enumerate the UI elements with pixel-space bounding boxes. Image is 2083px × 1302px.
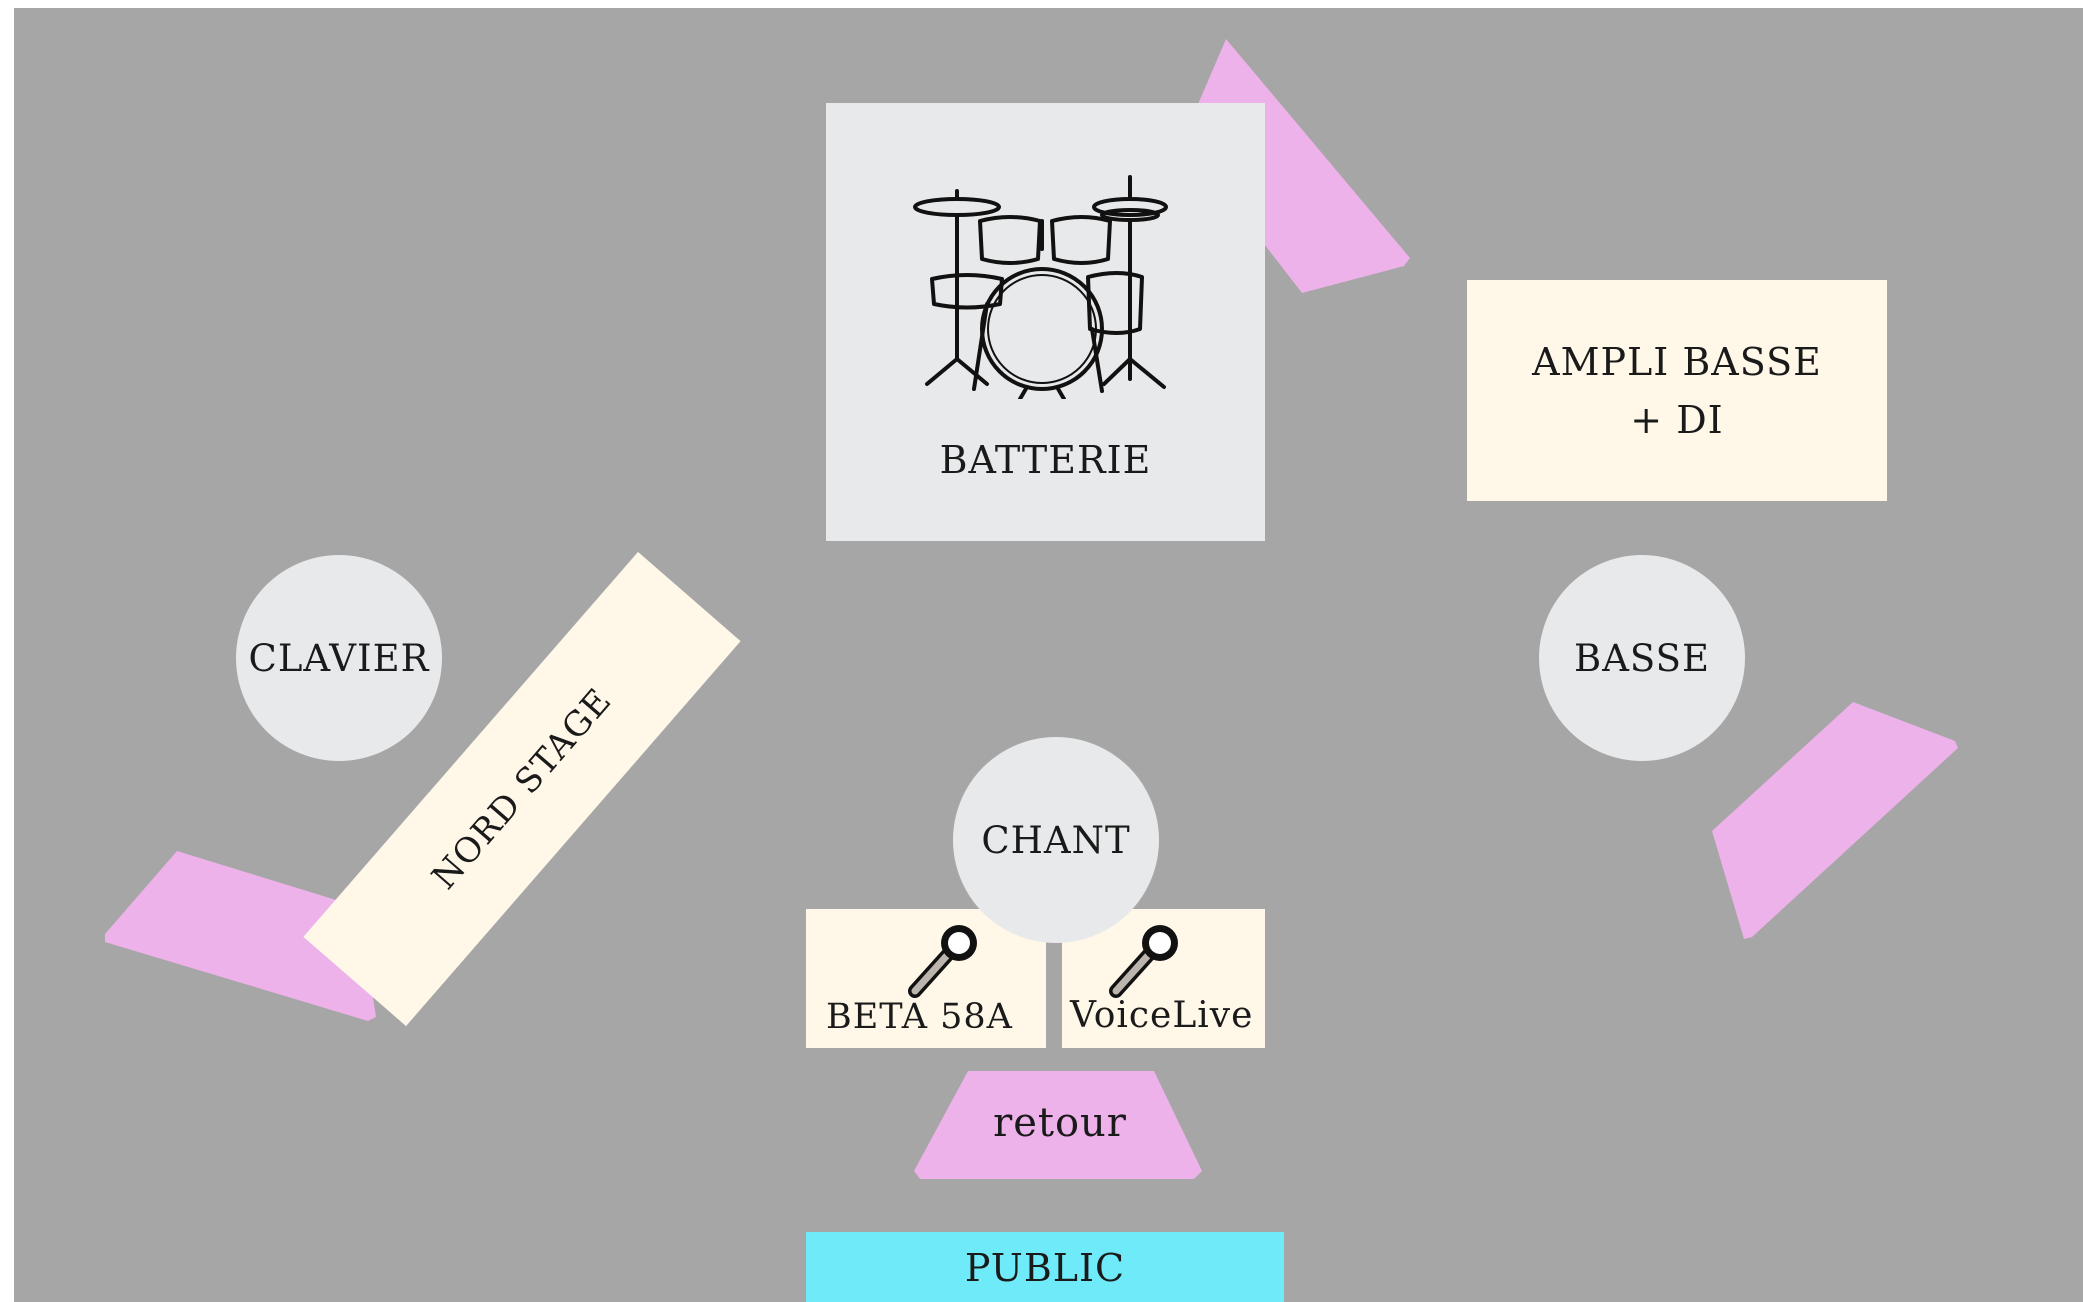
vocalist-label: CHANT	[981, 818, 1131, 862]
monitor-wedge-drums	[1183, 39, 1410, 293]
bass-player: BASSE	[1539, 555, 1745, 761]
drums-area: BATTERIE	[826, 103, 1265, 541]
keys-player: CLAVIER	[236, 555, 442, 761]
audience-label: PUBLIC	[964, 1246, 1126, 1290]
monitor-wedge-bass	[1712, 702, 1958, 939]
drum-kit-icon	[913, 175, 1168, 399]
audience-public: PUBLIC	[806, 1232, 1284, 1302]
monitor-center-label: retour	[993, 1100, 1127, 1146]
mic-beta-58a-label: BETA 58A	[826, 997, 1013, 1037]
monitor-wedge-vocals	[914, 1071, 1202, 1179]
monitor-wedges	[105, 39, 1958, 1179]
mic-beta-58a: BETA 58A	[806, 909, 1046, 1048]
monitor-wedge-keys	[105, 851, 376, 1021]
mic-voicelive-label: VoiceLive	[1070, 995, 1254, 1036]
microphone-icon	[1109, 925, 1178, 998]
drums-label: BATTERIE	[939, 438, 1152, 482]
bass-amp-label-line2: + DI	[1630, 397, 1724, 442]
keys-player-label: CLAVIER	[248, 636, 430, 680]
bass-amp-label-line1: AMPLI BASSE	[1532, 339, 1822, 384]
bass-player-label: BASSE	[1574, 636, 1710, 680]
vocalist: CHANT	[953, 737, 1159, 943]
bass-amp: AMPLI BASSE + DI	[1467, 280, 1887, 501]
stage-floor: BATTERIE AMPLI BASSE + DI CLAVIER NORD S…	[14, 8, 2083, 1302]
microphone-icon	[908, 925, 977, 998]
